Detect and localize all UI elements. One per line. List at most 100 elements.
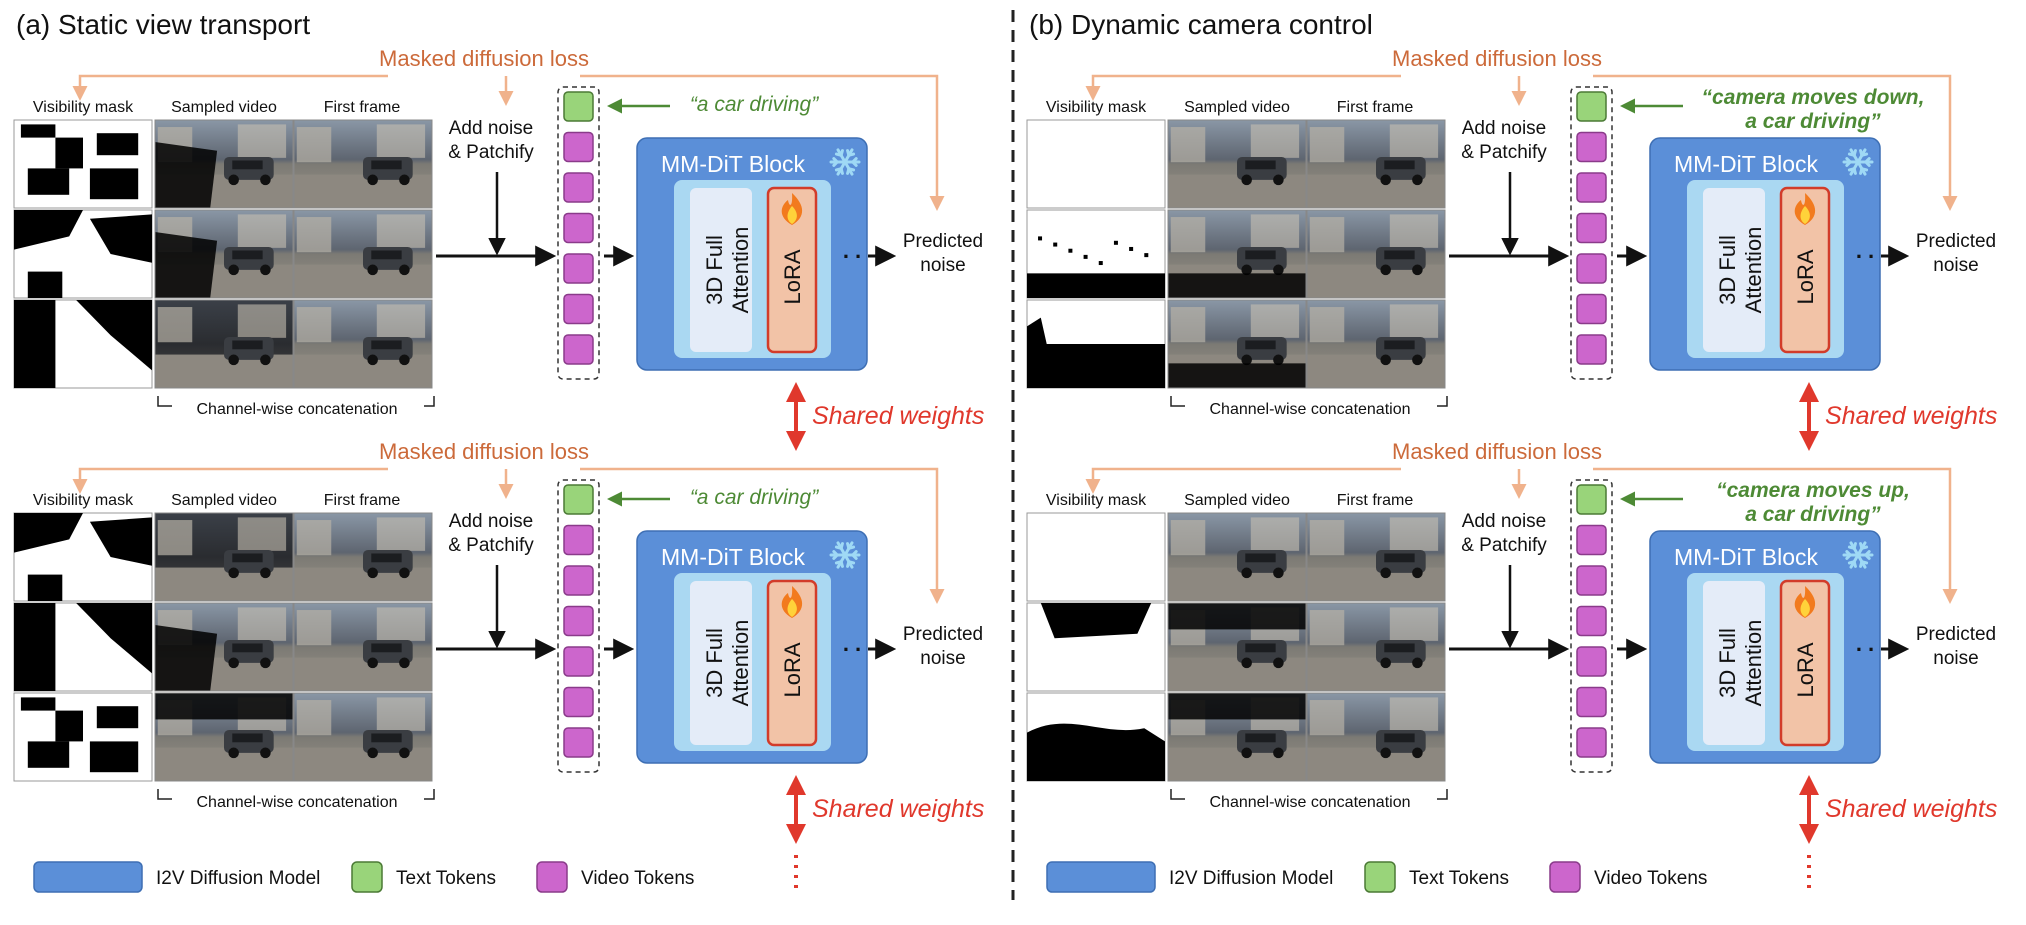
- panel-title: (a) Static view transport: [16, 9, 310, 40]
- text-token: [563, 91, 594, 122]
- visibility-mask-frame: [13, 602, 153, 692]
- flame-icon: [1794, 586, 1816, 618]
- video-token: [563, 646, 594, 677]
- sampled-video-frame: [1167, 692, 1307, 782]
- sampled-video-frame: [1167, 602, 1307, 692]
- first-frame-image: [293, 299, 433, 389]
- column-header-first-frame: First frame: [1337, 492, 1414, 509]
- lora-label: LoRA: [1793, 249, 1818, 304]
- channel-wise-concatenation-label: Channel-wise concatenation: [1209, 401, 1410, 418]
- video-token: [563, 686, 594, 718]
- video-token: [1576, 131, 1607, 163]
- concat-bracket-left: [1170, 396, 1185, 407]
- ellipsis-out: . .: [1856, 238, 1874, 263]
- flame-icon: [781, 586, 803, 618]
- column-header-sampled-video: Sampled video: [171, 99, 277, 116]
- lora-label: LoRA: [780, 642, 805, 697]
- sampled-video-frame: [154, 512, 294, 602]
- column-header-first-frame: First frame: [324, 99, 401, 116]
- video-token: [1576, 727, 1607, 758]
- sampled-video-frame: [1167, 512, 1307, 602]
- lora-box: [766, 579, 818, 747]
- video-token: [563, 524, 594, 556]
- loss-arrow-to-prediction: [1593, 74, 1958, 211]
- attention-box: [690, 188, 752, 352]
- flame-icon: [781, 193, 803, 225]
- sampled-video-frame: [154, 209, 294, 299]
- shared-weights-indicator: Shared weights: [786, 382, 984, 451]
- model-swatch: [1046, 861, 1156, 893]
- shared-weights-label: Shared weights: [1825, 402, 1997, 430]
- add-noise-patchify-label: Add noise& Patchify: [448, 118, 534, 163]
- attention-box: [1703, 188, 1765, 352]
- column-header-visibility-mask: Visibility mask: [33, 492, 134, 509]
- video-token: [1576, 293, 1607, 325]
- column-header-visibility-mask: Visibility mask: [1046, 492, 1147, 509]
- sampled-video-frame: [154, 299, 294, 389]
- model-swatch: [33, 861, 143, 893]
- loss-arrow-to-mask: [72, 74, 388, 101]
- concat-bracket-right: [1437, 396, 1448, 407]
- video-token: [563, 565, 594, 596]
- masked-diffusion-loss-label: Masked diffusion loss: [1392, 46, 1602, 71]
- snowflake-icon: [829, 148, 861, 176]
- visibility-mask-frame: [13, 209, 153, 299]
- ellipsis-out: . .: [843, 238, 861, 263]
- first-frame-image: [1306, 209, 1446, 299]
- first-frame-image: [293, 602, 433, 692]
- video-token: [1576, 605, 1607, 637]
- sampled-video-frame: [1167, 119, 1307, 209]
- text-token: [1576, 91, 1607, 122]
- concat-bracket-left: [157, 396, 172, 407]
- first-frame-image: [1306, 512, 1446, 602]
- sampled-video-frame: [1167, 299, 1307, 389]
- video-token: [563, 253, 594, 284]
- ellipsis-out: . .: [843, 631, 861, 656]
- attention-label: 3D FullAttention: [1715, 620, 1766, 707]
- shared-weights-indicator: Shared weights: [1799, 775, 1997, 893]
- masked-diffusion-loss-label: Masked diffusion loss: [379, 46, 589, 71]
- video-token: [563, 727, 594, 758]
- shared-weights-label: Shared weights: [1825, 795, 1997, 823]
- concat-bracket-right: [1437, 789, 1448, 800]
- first-frame-image: [1306, 602, 1446, 692]
- visibility-mask-frame: [1026, 692, 1166, 782]
- shared-weights-label: Shared weights: [812, 795, 984, 823]
- sampled-video-frame: [1167, 209, 1307, 299]
- token-group-outline: [557, 479, 600, 773]
- visibility-mask-frame: [1026, 209, 1166, 299]
- token-group-outline: [1570, 479, 1613, 773]
- video-token: [563, 172, 594, 203]
- lora-label: LoRA: [780, 249, 805, 304]
- column-header-sampled-video: Sampled video: [1184, 99, 1290, 116]
- column-header-visibility-mask: Visibility mask: [1046, 99, 1147, 116]
- visibility-mask-frame: [13, 119, 153, 209]
- video-token: [1576, 686, 1607, 718]
- text-prompt: “a car driving”: [690, 486, 819, 509]
- visibility-mask-frame: [1026, 119, 1166, 209]
- shared-weights-label: Shared weights: [812, 402, 984, 430]
- column-header-sampled-video: Sampled video: [171, 492, 277, 509]
- loss-arrow-to-prediction: [580, 467, 945, 604]
- text-token: [563, 484, 594, 515]
- legend-label: I2V Diffusion Model: [1169, 868, 1333, 889]
- ellipsis-out: . .: [1856, 631, 1874, 656]
- concat-bracket-left: [1170, 789, 1185, 800]
- lora-box: [1779, 186, 1831, 354]
- video-token: [563, 212, 594, 244]
- video-token: [1576, 212, 1607, 244]
- loss-arrow-to-mask: [72, 467, 388, 494]
- snowflake-icon: [1842, 148, 1874, 176]
- attention-box: [1703, 581, 1765, 745]
- first-frame-image: [293, 692, 433, 782]
- lora-box: [766, 186, 818, 354]
